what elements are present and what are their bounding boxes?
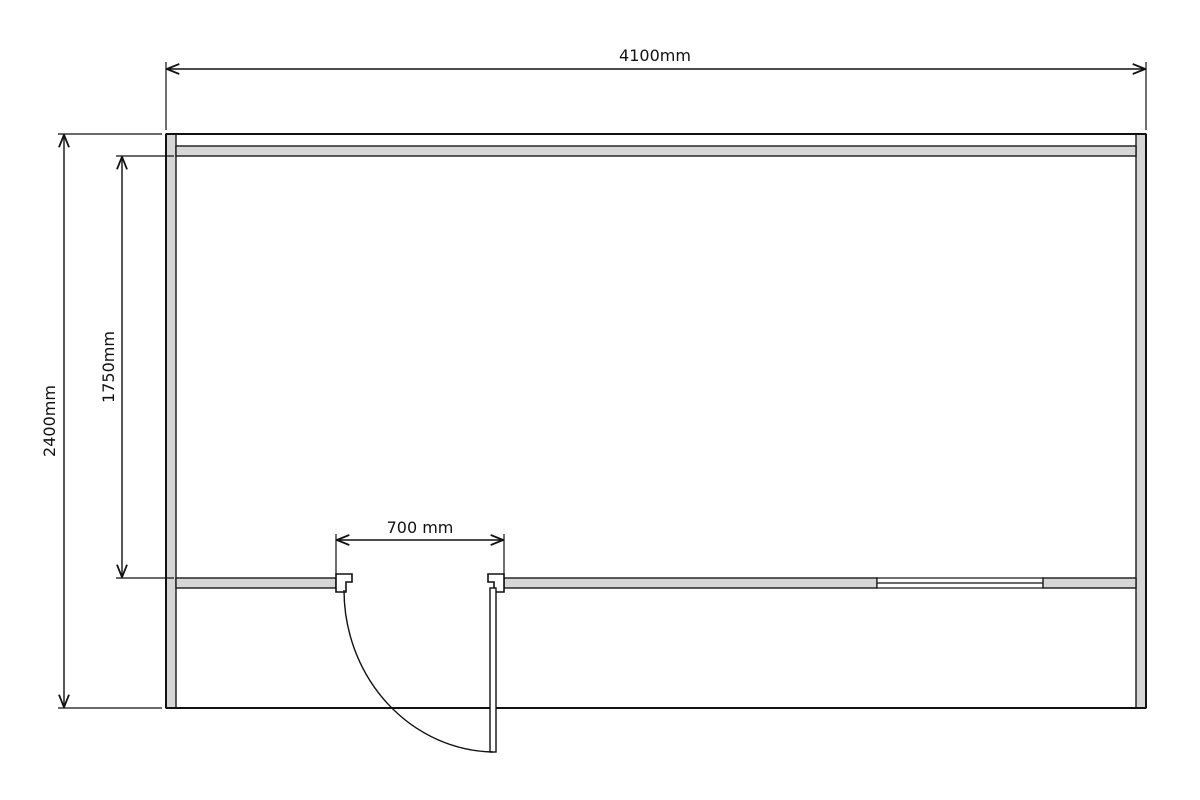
left-wall: [165, 133, 177, 709]
door-jamb-left: [335, 573, 353, 593]
door-width-dimension-label: 700 mm: [387, 518, 454, 537]
partition-wall-middle: [503, 577, 878, 589]
door-leaf: [489, 587, 497, 753]
door: [335, 573, 505, 753]
walls: [165, 133, 1147, 709]
width-dimension-label: 4100mm: [619, 46, 691, 65]
door-width-dimension: 700 mm: [335, 518, 505, 574]
room-depth-dimension: 1750mm: [99, 155, 174, 579]
depth-dimension: 2400mm: [40, 133, 162, 709]
partition-wall-left: [175, 577, 337, 589]
width-dimension: 4100mm: [165, 46, 1147, 130]
door-swing-arc: [343, 589, 494, 753]
room-depth-dimension-label: 1750mm: [99, 331, 118, 403]
top-wall: [175, 145, 1137, 157]
building-outline: [165, 133, 1147, 709]
right-wall: [1135, 133, 1147, 709]
partition-wall-right: [1042, 577, 1137, 589]
depth-dimension-label: 2400mm: [40, 385, 59, 457]
